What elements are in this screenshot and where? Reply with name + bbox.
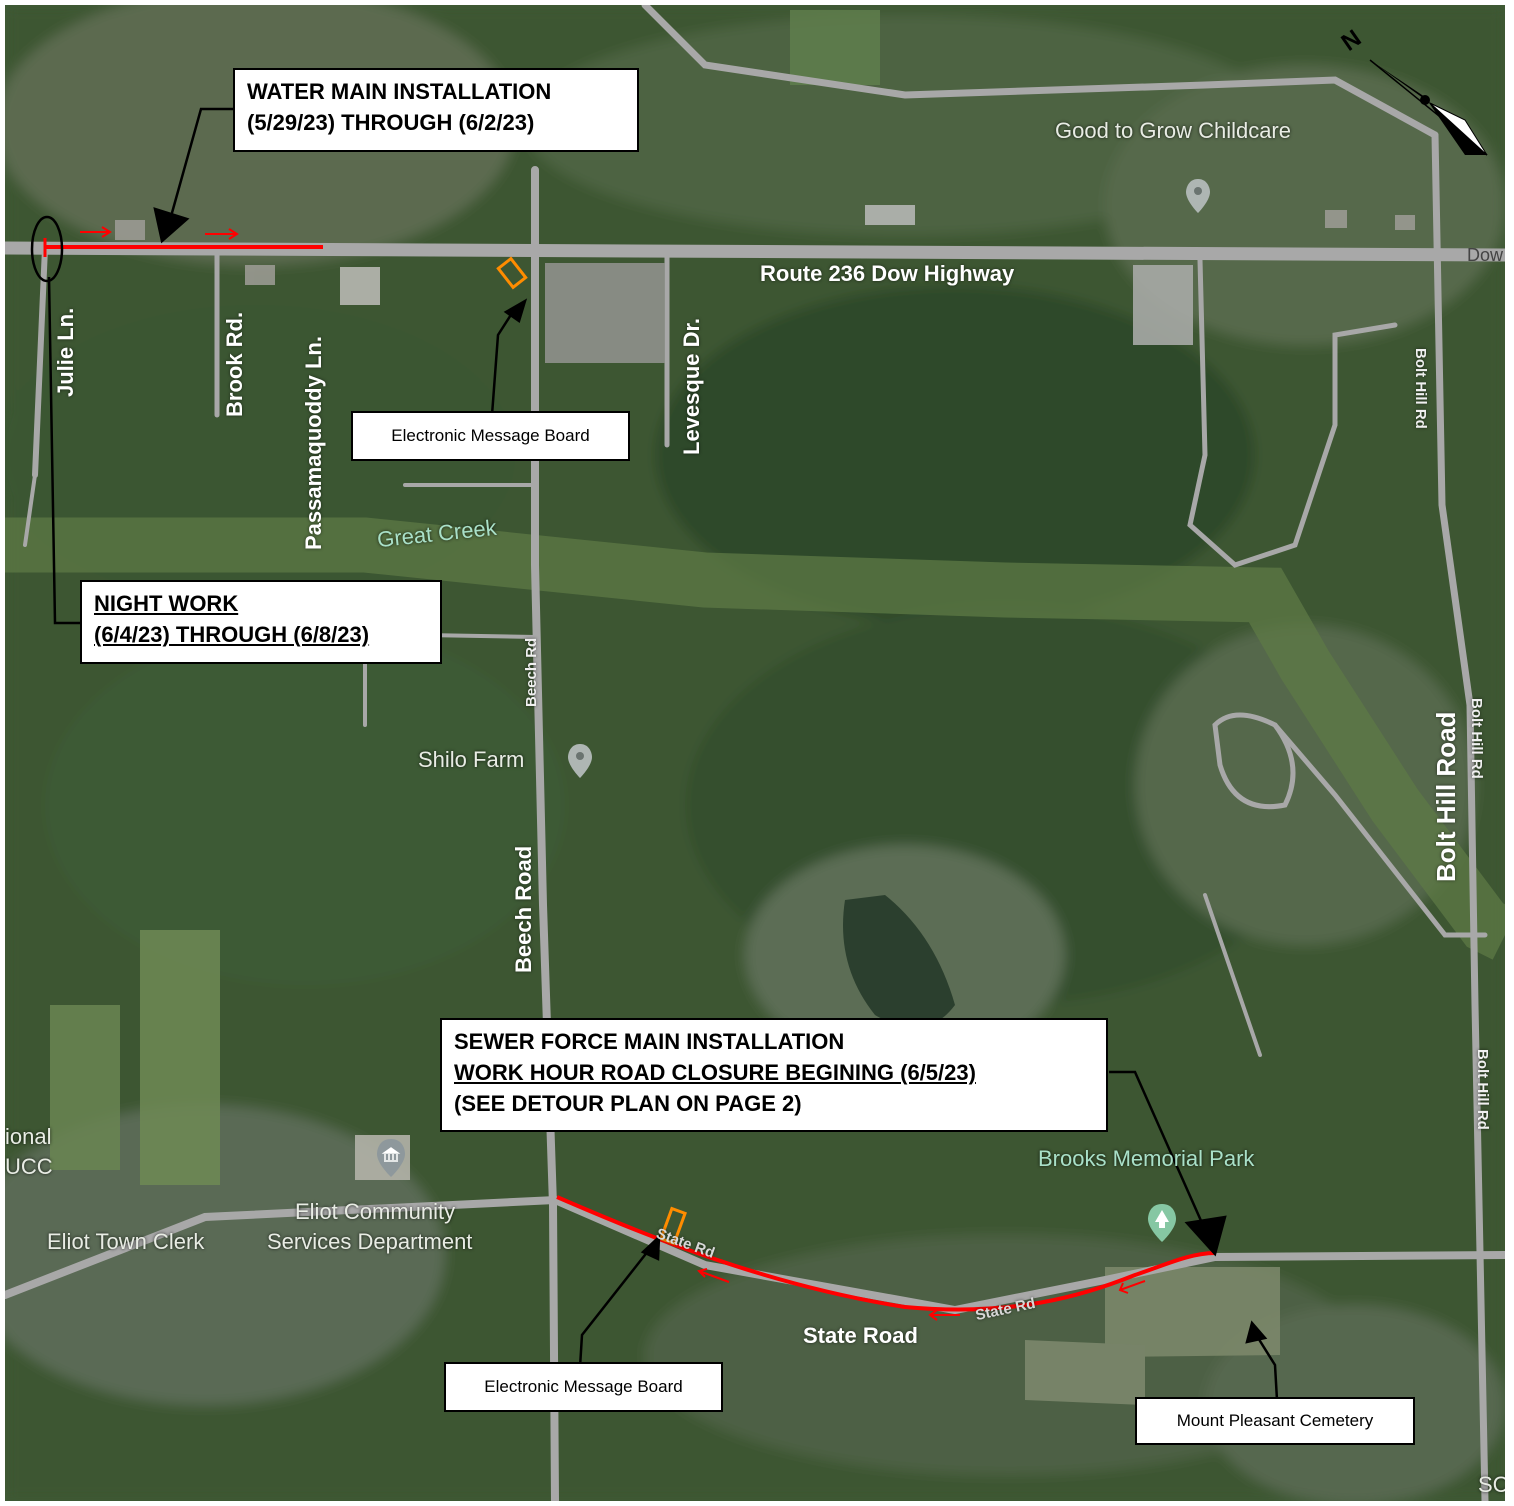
cemetery-leader (1253, 1332, 1279, 1401)
bolt-hill-road-label: Bolt Hill Road (1431, 711, 1461, 882)
night-work-dates: (6/4/23) THROUGH (6/8/23) (94, 622, 370, 647)
message-board-1-arrowhead (503, 298, 528, 324)
passamaquoddy-lane-label: Passamaquoddy Ln. (301, 336, 326, 550)
eliot-community-label: Eliot Community (295, 1199, 456, 1224)
cemetery-arrowhead (1245, 1320, 1268, 1344)
leader-lines (47, 107, 1279, 1401)
flow-arrows-bottom (697, 1268, 1146, 1321)
south-road (1203, 893, 1262, 1057)
ional-label: ional (5, 1124, 52, 1149)
brook-road-label: Brook Rd. (222, 311, 247, 417)
bolt-hill-rd-small-label-2: Bolt Hill Rd (1468, 698, 1485, 779)
map-view[interactable]: N Route 236 Dow Highway Dow Julie Ln. Br… (5, 5, 1505, 1501)
fields (50, 10, 1280, 1405)
cemetery-note: Mount Pleasant Cemetery (1135, 1397, 1415, 1445)
message-board-2-arrowhead (640, 1233, 661, 1261)
night-work-title: NIGHT WORK (94, 591, 239, 616)
eliot-town-clerk-label: Eliot Town Clerk (47, 1229, 205, 1254)
bolt-hill-rd-small-label-3: Bolt Hill Rd (1474, 1049, 1491, 1130)
message-board-2-leader (578, 1245, 653, 1368)
aerial-map (5, 5, 1505, 1501)
shilo-farm-pin-icon (568, 744, 592, 778)
brooks-memorial-park-label: Brooks Memorial Park (1038, 1146, 1255, 1171)
night-work-leader (47, 276, 83, 625)
state-road-line (5, 1195, 1505, 1315)
ucc-label: UCC (5, 1154, 53, 1179)
north-arrow-icon (1369, 59, 1488, 156)
west-road (23, 473, 37, 547)
park-tree-pin-icon (1148, 1204, 1176, 1242)
message-board-marker-2 (659, 1206, 687, 1246)
east-connector (1272, 722, 1488, 938)
state-road-label: State Road (803, 1323, 918, 1348)
sewer-closure: WORK HOUR ROAD CLOSURE BEGINING (6/5/23) (454, 1060, 976, 1085)
message-board-note-2: Electronic Message Board (444, 1362, 723, 1412)
sc-label: SC (1478, 1472, 1505, 1497)
water-main-dates: (5/29/23) THROUGH (6/2/23) (247, 110, 535, 135)
east-loop (1212, 712, 1296, 810)
route-236-road (5, 241, 1505, 262)
beech-rd-small-label: Beech Rd (523, 637, 540, 707)
bolt-hill-road-line (1431, 131, 1489, 1501)
shilo-farm-label: Shilo Farm (418, 747, 525, 772)
sewer-detour-note: (SEE DETOUR PLAN ON PAGE 2) (454, 1091, 802, 1116)
message-board-note-1: Electronic Message Board (351, 411, 630, 461)
great-creek-corridor (5, 517, 1505, 960)
sewer-callout: SEWER FORCE MAIN INSTALLATION WORK HOUR … (440, 1018, 1108, 1132)
levesque-drive-label: Levesque Dr. (679, 318, 704, 455)
night-work-marker (30, 215, 64, 283)
upper-road (641, 5, 1439, 139)
sewer-leader (1109, 1070, 1204, 1224)
water-main-leader (168, 107, 237, 221)
water-main-callout: WATER MAIN INSTALLATION (5/29/23) THROUG… (233, 68, 639, 152)
message-board-marker-1 (496, 256, 528, 290)
julie-lane-label: Julie Ln. (53, 307, 78, 397)
flow-arrows-top (80, 226, 239, 240)
good-to-grow-pin-icon (1186, 179, 1210, 213)
route-236-label: Route 236 Dow Highway (760, 261, 1015, 286)
sewer-arrowhead (1184, 1215, 1227, 1257)
place-markers (377, 179, 1210, 1242)
dow-edge-label: Dow (1467, 245, 1504, 265)
sewer-title: SEWER FORCE MAIN INSTALLATION (454, 1029, 845, 1054)
night-work-callout: NIGHT WORK (6/4/23) THROUGH (6/8/23) (80, 580, 442, 664)
bolt-hill-rd-small-label-1: Bolt Hill Rd (1412, 348, 1429, 429)
lower-beech-stub (423, 633, 537, 639)
julie-lane-line (32, 245, 48, 478)
pond (843, 895, 955, 1028)
government-building-pin-icon (377, 1139, 405, 1177)
water-main-arrowhead (153, 207, 190, 244)
message-board-1-leader (490, 309, 516, 416)
beech-road-label: Beech Road (511, 845, 536, 973)
loop-road (1187, 257, 1398, 568)
eliot-services-label: Services Department (267, 1229, 473, 1254)
good-to-grow-label: Good to Grow Childcare (1055, 118, 1291, 143)
water-main-title: WATER MAIN INSTALLATION (247, 79, 552, 104)
